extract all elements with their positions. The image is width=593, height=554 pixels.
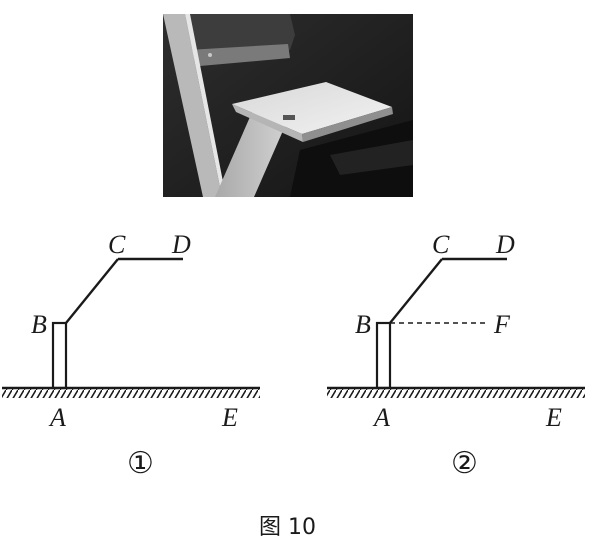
figure-caption: 图 10	[259, 515, 316, 540]
label-B: B	[355, 310, 371, 339]
segment-BC	[389, 258, 443, 324]
seat-photo	[163, 14, 413, 197]
diagram-figure-1: A B C D E ①	[2, 230, 260, 481]
label-D: D	[171, 230, 191, 259]
ground-hatching	[2, 388, 260, 398]
post-AB	[375, 321, 392, 390]
label-E: E	[545, 403, 562, 432]
label-C: C	[108, 230, 126, 259]
diagram-figure-2: A B C D E F ②	[327, 230, 585, 481]
label-C: C	[432, 230, 450, 259]
post-AB	[51, 321, 68, 390]
label-D: D	[495, 230, 515, 259]
label-B: B	[31, 310, 47, 339]
label-A: A	[372, 403, 390, 432]
label-F: F	[493, 310, 511, 339]
segment-BC	[65, 258, 119, 324]
figure-number-1: ①	[127, 446, 154, 481]
label-E: E	[221, 403, 238, 432]
ground-hatching	[327, 388, 585, 398]
figure-number-2: ②	[451, 446, 478, 481]
label-A: A	[48, 403, 66, 432]
